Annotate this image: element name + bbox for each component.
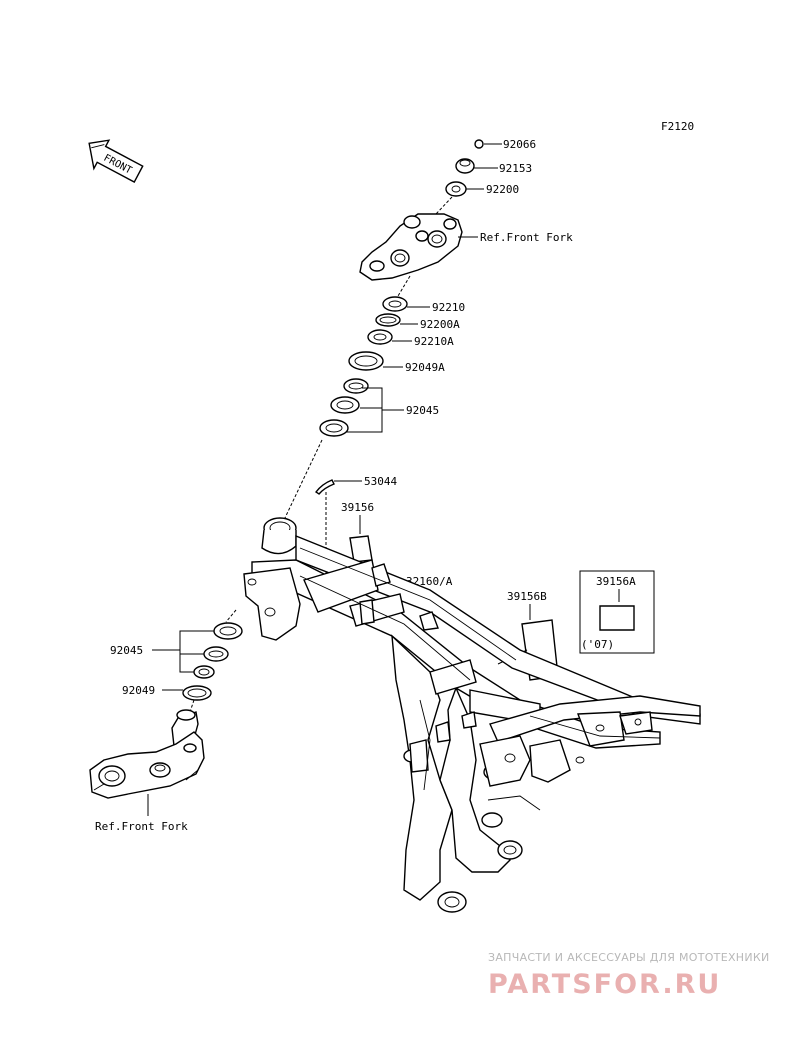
label-39156: 39156 — [341, 501, 374, 514]
label-92045-bottom: 92045 — [110, 644, 143, 657]
label-year-07: ('07) — [581, 638, 614, 651]
part-92210A-nut — [367, 329, 393, 345]
label-92153: 92153 — [499, 162, 532, 175]
part-92200-washer — [445, 181, 467, 197]
part-92045-bearings-bottom — [193, 622, 243, 679]
part-92066-cap — [474, 139, 484, 149]
part-92200A-washer — [375, 313, 401, 327]
label-ref-front-fork-top: Ref.Front Fork — [480, 231, 573, 244]
part-92153-nut — [455, 158, 475, 174]
lower-triple-clamp — [89, 709, 205, 799]
box-39156A: 39156A ('07) — [579, 570, 655, 654]
label-92210: 92210 — [432, 301, 465, 314]
part-39156-sticker — [349, 535, 373, 563]
part-92049-seal — [182, 685, 212, 701]
watermark-tagline: ЗАПЧАСТИ И АКСЕССУАРЫ ДЛЯ МОТОТЕХНИКИ — [488, 951, 770, 964]
front-arrow-icon: FRONT — [88, 139, 144, 183]
label-92066: 92066 — [503, 138, 536, 151]
label-92210A: 92210A — [414, 335, 454, 348]
upper-triple-clamp — [359, 213, 463, 281]
label-39156B: 39156B — [507, 590, 547, 603]
label-ref-front-fork-bottom: Ref.Front Fork — [95, 820, 188, 833]
label-92049A: 92049A — [405, 361, 445, 374]
part-92045-bearings-top — [319, 378, 369, 437]
part-92049A-seal — [348, 351, 384, 371]
part-92210-nut — [382, 296, 408, 312]
label-39156A: 39156A — [596, 575, 636, 588]
figure-code: F2120 — [661, 120, 694, 133]
label-92200A: 92200A — [420, 318, 460, 331]
watermark-logo: PARTSFOR.RU — [488, 969, 721, 1000]
label-92049: 92049 — [122, 684, 155, 697]
part-53044-clamp — [314, 479, 335, 495]
label-92045-top: 92045 — [406, 404, 439, 417]
watermark: ЗАПЧАСТИ И АКСЕССУАРЫ ДЛЯ МОТОТЕХНИКИ PA… — [488, 951, 770, 1000]
label-92200: 92200 — [486, 183, 519, 196]
label-53044: 53044 — [364, 475, 397, 488]
main-frame-32160 — [243, 517, 701, 913]
